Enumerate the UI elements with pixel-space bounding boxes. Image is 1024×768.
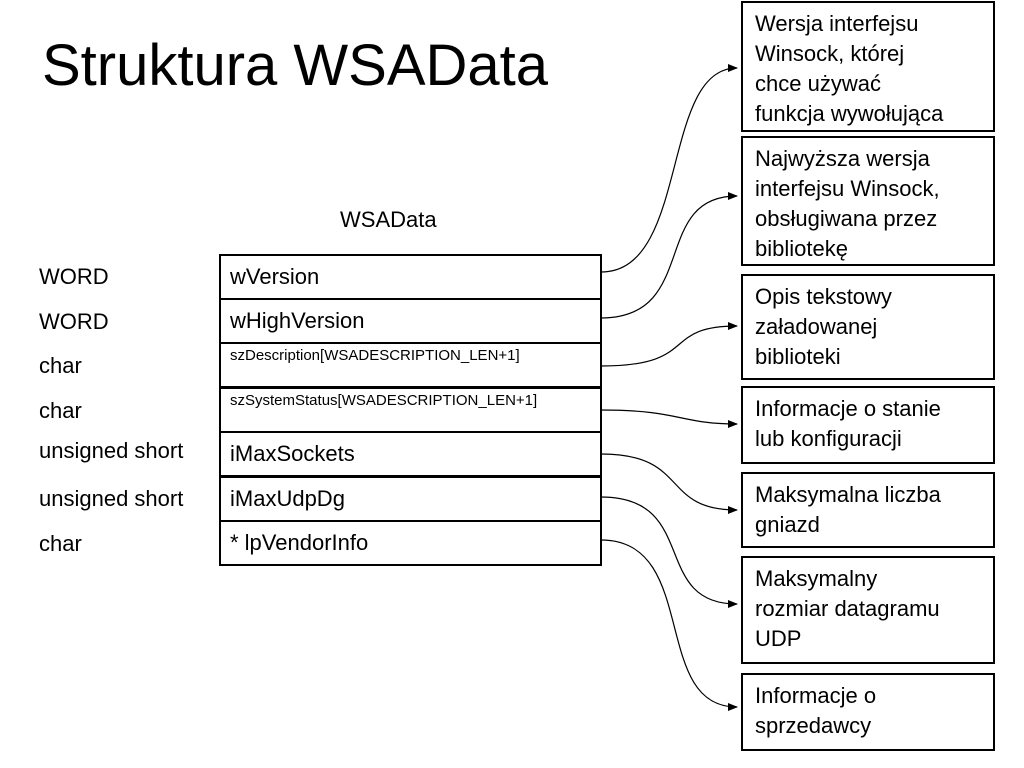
desc-line: Wersja interfejsu [755,11,919,36]
desc-line: Opis tekstowy [755,284,892,309]
desc-line: Informacje o [755,683,877,708]
desc-line: Najwyższa wersja [755,146,930,171]
desc-line: Winsock, której [755,41,905,66]
desc-line: funkcja wywołująca [755,101,944,126]
struct-name-label: WSAData [340,207,437,232]
desc-line: interfejsu Winsock, [755,176,940,201]
connector-imaxudpdg [600,496,738,608]
connector-imaxsockets [600,453,738,514]
field-box-whighversion: wHighVersion [219,298,602,344]
desc-box-whighversion: Najwyższa wersja interfejsu Winsock, obs… [741,136,995,266]
desc-line: Maksymalna liczba [755,482,941,507]
field-box-szsystemstatus: szSystemStatus[WSADESCRIPTION_LEN+1] [219,387,602,433]
desc-line: Maksymalny [755,566,878,591]
slide-title: Struktura WSAData [42,33,549,98]
desc-line: UDP [755,626,802,651]
desc-line: biblioteki [755,344,841,369]
desc-box-lpvendorinfo: Informacje o sprzedawcy [741,673,995,751]
field-type-label: WORD [39,309,109,334]
field-type-label: char [39,353,82,378]
desc-line: bibliotekę [755,236,848,261]
desc-line: Informacje o stanie [755,396,941,421]
desc-line: załadowanej [755,314,878,339]
connector-szsystemstatus [600,409,738,428]
field-name: szSystemStatus[WSADESCRIPTION_LEN+1] [230,392,538,409]
desc-box-wversion: Wersja interfejsu Winsock, której chce u… [741,1,995,132]
field-name: wVersion [230,264,320,289]
field-type-label: unsigned short [39,438,184,463]
desc-line: sprzedawcy [755,713,872,738]
desc-line: rozmiar datagramu [755,596,940,621]
connector-szdescription [600,322,738,367]
field-box-szdescription: szDescription[WSADESCRIPTION_LEN+1] [219,342,602,388]
desc-box-imaxsockets: Maksymalna liczba gniazd [741,472,995,548]
field-type-label: char [39,531,82,556]
field-type-label: WORD [39,264,109,289]
connector-whighversion [600,192,738,319]
desc-line: chce używać [755,71,881,96]
desc-box-szsystemstatus: Informacje o stanie lub konfiguracji [741,386,995,464]
desc-box-szdescription: Opis tekstowy załadowanej biblioteki [741,274,995,380]
field-name: * lpVendorInfo [230,530,369,555]
desc-line: gniazd [755,512,820,537]
field-box-wversion: wVersion [219,254,602,300]
field-name: wHighVersion [230,308,365,333]
field-type-label: char [39,398,82,423]
connector-lpvendorinfo [600,539,738,711]
field-type-label: unsigned short [39,486,184,511]
field-name: szDescription[WSADESCRIPTION_LEN+1] [230,347,520,364]
connector-wversion [600,64,738,273]
field-name: iMaxSockets [230,441,355,466]
desc-box-imaxudpdg: Maksymalny rozmiar datagramu UDP [741,556,995,664]
field-name: iMaxUdpDg [230,486,345,511]
desc-line: obsługiwana przez [755,206,938,231]
field-box-lpvendorinfo: * lpVendorInfo [219,520,602,566]
desc-line: lub konfiguracji [755,426,902,451]
